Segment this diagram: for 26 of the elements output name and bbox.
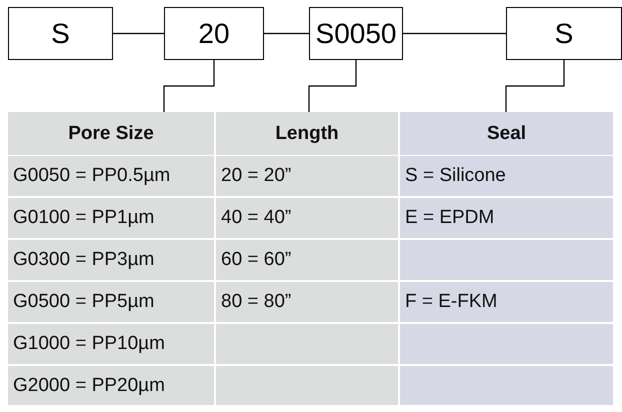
connector-line <box>264 32 309 34</box>
table-cell: G0500 = PP5µm <box>8 282 214 322</box>
table-cell: G1000 = PP10µm <box>8 324 214 364</box>
table-cell: S = Silicone <box>400 156 613 196</box>
table-cell: G0100 = PP1µm <box>8 198 214 238</box>
table-cell: 60 = 60” <box>216 240 398 280</box>
leader-line <box>163 60 215 112</box>
code-box: S0050 <box>309 7 403 60</box>
code-box: 20 <box>164 7 264 60</box>
connector-line <box>403 32 506 34</box>
code-box: S <box>8 7 113 60</box>
table-cell: G0300 = PP3µm <box>8 240 214 280</box>
column-header: Length <box>216 112 398 155</box>
column-header: Pore Size <box>8 112 214 155</box>
leader-line <box>308 60 357 112</box>
table-cell: E = EPDM <box>400 198 613 238</box>
table-cell: 40 = 40” <box>216 198 398 238</box>
table-cell: G0050 = PP0.5µm <box>8 156 214 196</box>
table-cell: G2000 = PP20µm <box>8 366 214 405</box>
code-box: S <box>506 7 622 60</box>
table-cell: 20 = 20” <box>216 156 398 196</box>
leader-line <box>505 60 565 112</box>
column-header: Seal <box>400 112 613 155</box>
connector-line <box>113 32 164 34</box>
table-cell: F = E-FKM <box>400 282 613 322</box>
table-cell: 80 = 80” <box>216 282 398 322</box>
